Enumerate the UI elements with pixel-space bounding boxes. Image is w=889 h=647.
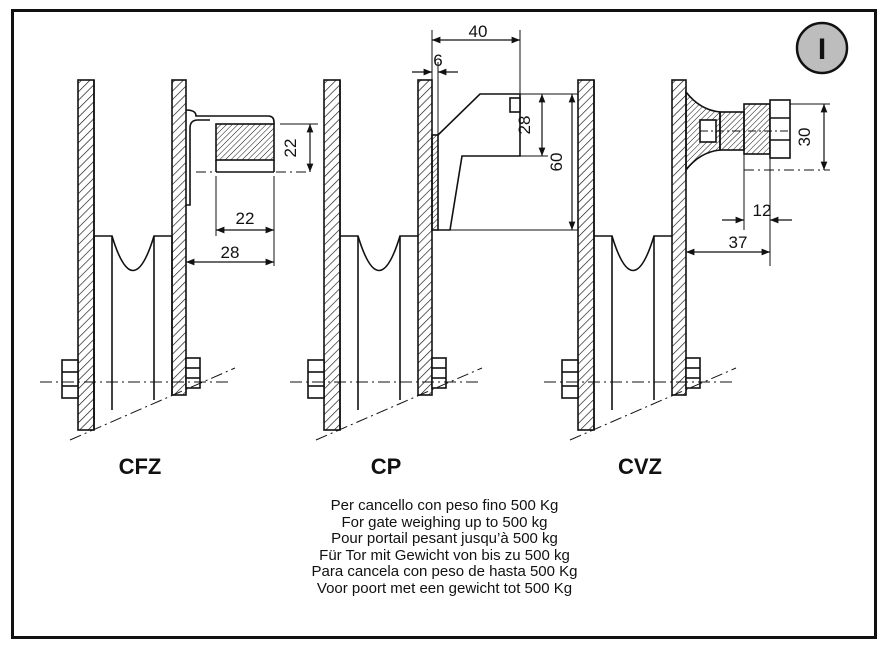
cvz-height-dim: 30	[795, 128, 814, 147]
cfz-assembly	[40, 79, 318, 441]
cfz-offset-dim: 28	[221, 243, 240, 262]
note-es: Para cancela con peso de hasta 500 Kg	[311, 563, 578, 580]
cvz-label: CVZ	[618, 454, 662, 479]
cp-inner-dim: 28	[515, 116, 534, 135]
cvz-assembly	[544, 79, 830, 441]
cp-label: CP	[371, 454, 402, 479]
note-de: Für Tor mit Gewicht von bis zu 500 kg	[319, 546, 570, 564]
cfz-label: CFZ	[119, 454, 162, 479]
weight-notes: Per cancello con peso fino 500 Kg For ga…	[0, 497, 889, 597]
section-badge: I	[795, 21, 849, 75]
cfz-height-dim: 22	[281, 139, 300, 158]
cvz-small-dim: 12	[753, 201, 772, 220]
cp-assembly	[290, 30, 578, 441]
cp-top-dim: 40	[469, 22, 488, 41]
cp-height-dim: 60	[547, 153, 566, 172]
cfz-width-dim: 22	[236, 209, 255, 228]
note-nl: Voor poort met een gewicht tot 500 Kg	[316, 579, 573, 597]
note-en: For gate weighing up to 500 kg	[341, 513, 548, 531]
note-it: Per cancello con peso fino 500 Kg	[330, 497, 559, 514]
badge-letter: I	[818, 33, 826, 66]
cvz-offset-dim: 37	[729, 233, 748, 252]
cp-plate-dim: 6	[433, 51, 442, 70]
note-fr: Pour portail pesant jusqu’à 500 kg	[331, 530, 558, 547]
